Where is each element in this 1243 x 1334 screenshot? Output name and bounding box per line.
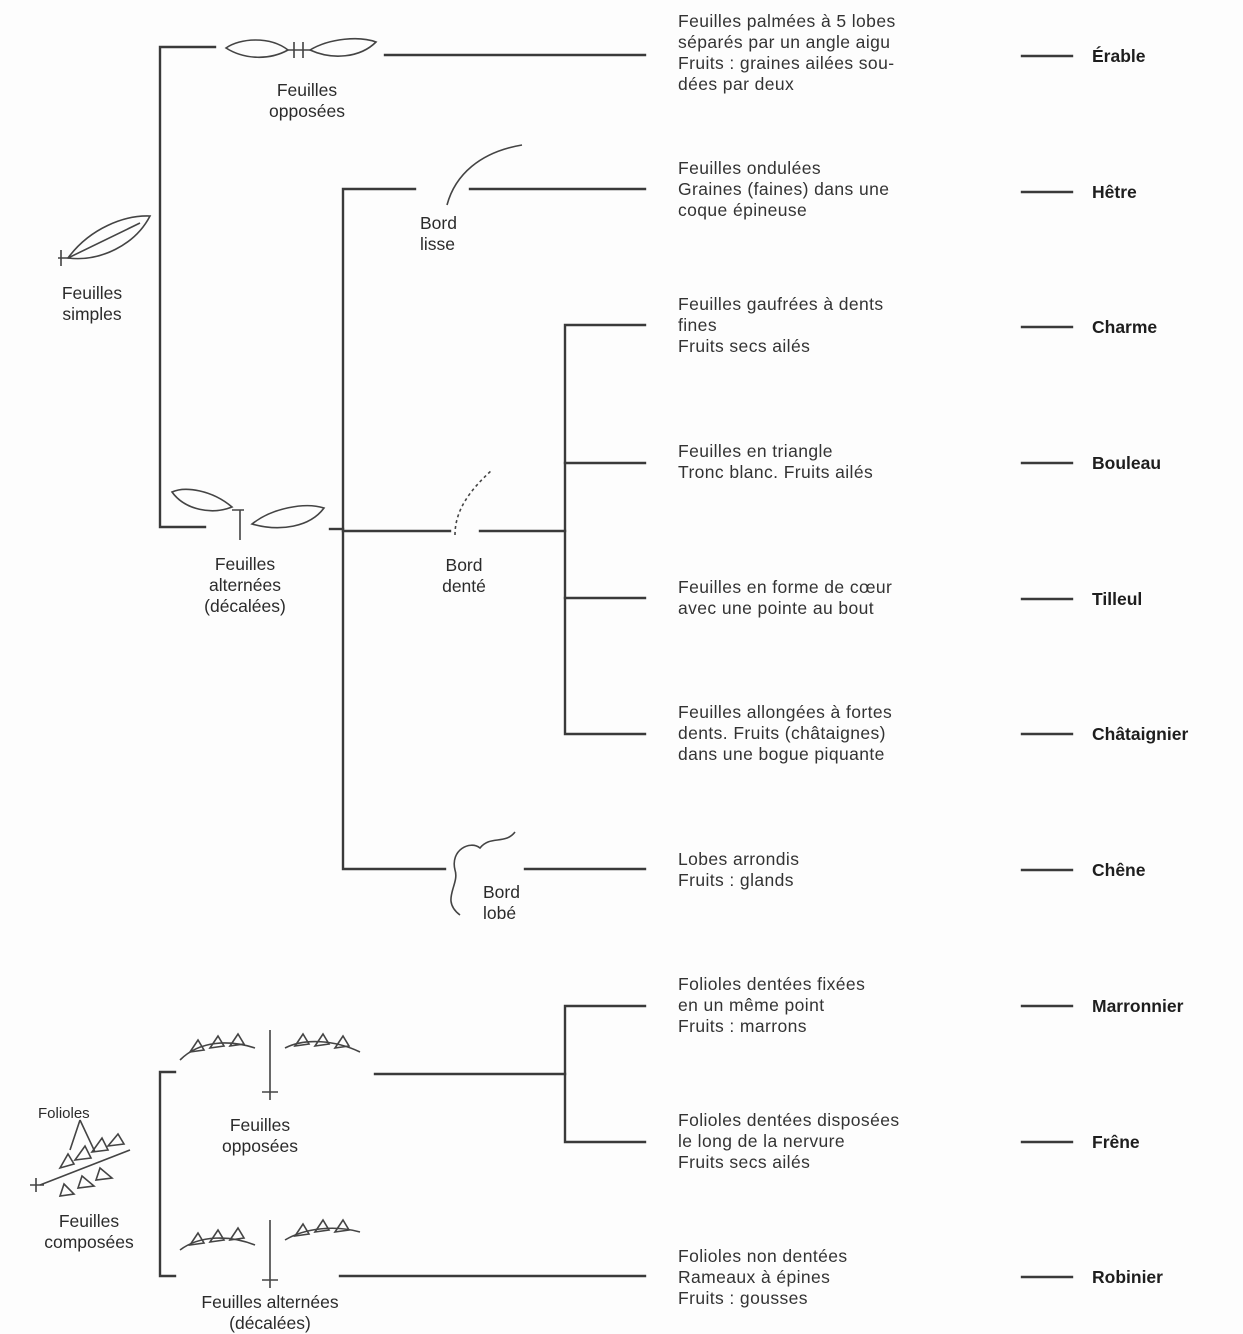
- compound-leaf-icon: [30, 1119, 131, 1197]
- compound-opposed-icon: [179, 1030, 361, 1100]
- species-description: Feuilles en forme de cœur avec une point…: [678, 577, 893, 618]
- simple-alternate-label: Feuilles alternées (décalées): [204, 554, 286, 616]
- compound-opposed-branch-line: [563, 1004, 647, 1144]
- edge-branch-line: [341, 187, 447, 871]
- lobed-edge-label: Bord lobé: [483, 882, 520, 923]
- opposed-leaves-icon: [224, 37, 378, 59]
- species-name-charme: Charme: [1092, 317, 1158, 337]
- species-name-chataignier: Châtaignier: [1092, 724, 1189, 744]
- folioles-label: Folioles: [38, 1105, 90, 1122]
- compound-alternate-icon: [179, 1218, 361, 1288]
- species-description: Feuilles ondulées Graines (faines) dans …: [678, 158, 890, 220]
- species-name-hetre: Hêtre: [1092, 182, 1137, 202]
- species-description: Feuilles en triangle Tronc blanc. Fruits…: [678, 441, 874, 482]
- simple-leaves-label: Feuilles simples: [61, 283, 123, 324]
- species-name-chene: Chêne: [1092, 860, 1146, 880]
- smooth-edge-icon: [446, 144, 523, 206]
- toothed-edge-icon: [454, 469, 493, 536]
- species-name-bouleau: Bouleau: [1092, 453, 1162, 473]
- species-description: Folioles dentées disposées le long de la…: [678, 1110, 900, 1172]
- species-description: Folioles dentées fixées en un même point…: [678, 974, 866, 1036]
- species-description: Feuilles gaufrées à dents fines Fruits s…: [678, 294, 884, 356]
- species-description: Folioles non dentées Rameaux à épines Fr…: [678, 1246, 848, 1308]
- species-name-erable: Érable: [1092, 46, 1146, 66]
- compound-leaves-label: Feuilles composées: [44, 1211, 134, 1252]
- compound-opposed-label: Feuilles opposées: [222, 1115, 298, 1156]
- species-description: Feuilles allongées à fortes dents. Fruit…: [678, 702, 893, 764]
- alternate-leaves-icon: [170, 488, 326, 540]
- simple-branch-line: [158, 45, 217, 529]
- toothed-edge-label: Bord denté: [442, 555, 486, 596]
- species-name-frene: Frêne: [1092, 1132, 1140, 1152]
- species-name-marronnier: Marronnier: [1092, 996, 1184, 1016]
- compound-branch-line: [158, 1070, 177, 1278]
- species-description: Feuilles palmées à 5 lobes séparés par u…: [678, 11, 896, 94]
- simple-opposed-label: Feuilles opposées: [269, 80, 345, 121]
- lobed-edge-icon: [450, 831, 516, 916]
- simple-leaf-icon: [58, 215, 152, 266]
- toothed-branch-line: [563, 323, 647, 736]
- species-description: Lobes arrondis Fruits : glands: [678, 849, 800, 890]
- compound-alternate-label: Feuilles alternées (décalées): [201, 1292, 339, 1333]
- species-name-tilleul: Tilleul: [1092, 589, 1143, 609]
- species-name-robinier: Robinier: [1092, 1267, 1163, 1287]
- smooth-edge-label: Bord lisse: [420, 213, 457, 254]
